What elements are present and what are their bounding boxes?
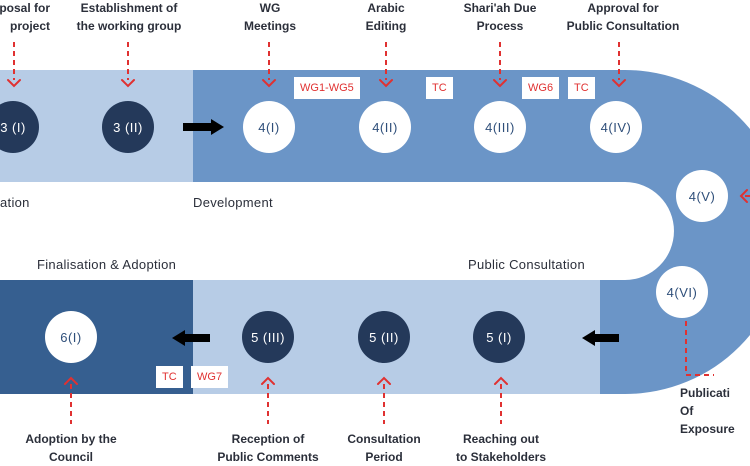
tag-wg6: WG6	[522, 77, 560, 99]
step-4-ii: 4(II)	[359, 101, 411, 153]
step-5-i: 5 (I)	[473, 311, 525, 363]
step-4-v: 4(V)	[676, 170, 728, 222]
label-reception: Reception of Public Comments	[217, 432, 319, 464]
step-4-iv: 4(IV)	[590, 101, 642, 153]
phase-development: Development	[193, 195, 273, 210]
label-proposal: posal for project	[0, 1, 50, 33]
u-curve-band	[600, 70, 750, 394]
step-4-iii: 4(III)	[474, 101, 526, 153]
tag-tc-1: TC	[426, 77, 453, 99]
label-arabic-editing: Arabic Editing	[365, 1, 407, 33]
flow-arrow-right	[183, 119, 224, 135]
flow-arrow-left-2	[172, 330, 210, 346]
tag-tc-2: TC	[568, 77, 595, 99]
tag-wg1-wg5: WG1-WG5	[294, 77, 360, 99]
red-arrow-publication	[685, 312, 714, 376]
label-adoption: Adoption by the Council	[25, 432, 117, 464]
phase-public-consultation: Public Consultation	[468, 257, 585, 272]
tag-tc-3: TC	[156, 366, 183, 388]
step-5-iii: 5 (III)	[242, 311, 294, 363]
label-wg-meetings: WG Meetings	[243, 1, 296, 33]
step-5-ii: 5 (II)	[358, 311, 410, 363]
label-publication: Publicati Of Exposure	[680, 386, 735, 436]
flow-arrow-left-1	[582, 330, 619, 346]
phase-finalisation: Finalisation & Adoption	[37, 257, 177, 272]
step-3-ii: 3 (II)	[102, 101, 154, 153]
step-4-i: 4(I)	[243, 101, 295, 153]
label-reaching-out: Reaching out to Stakeholders	[455, 432, 547, 464]
label-approval: Approval for Public Consultation	[566, 1, 680, 33]
label-consultation-period: Consultation Period	[347, 432, 421, 464]
tag-wg7: WG7	[191, 366, 229, 388]
label-shariah: Shari'ah Due Process	[463, 1, 537, 33]
label-working-group: Establishment of the working group	[76, 1, 182, 33]
step-6-i: 6(I)	[45, 311, 97, 363]
phase-left-cut: ation	[0, 195, 30, 210]
step-4-vi: 4(VI)	[656, 266, 708, 318]
